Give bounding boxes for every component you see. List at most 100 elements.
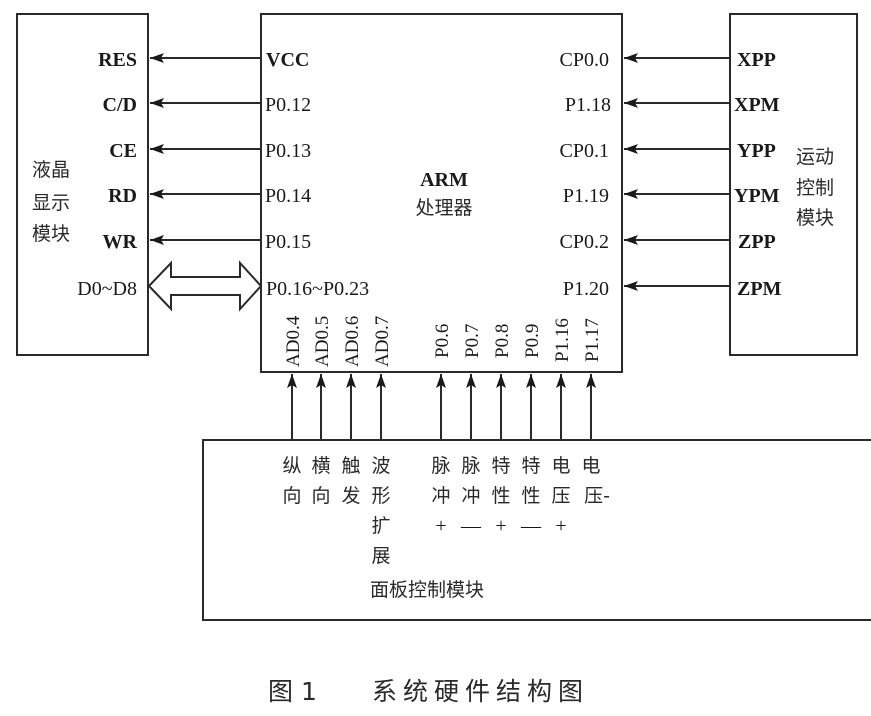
- motion-pin-xpp: XPP: [737, 49, 776, 71]
- figure-caption-title: 系统硬件结构图: [372, 677, 589, 706]
- arrowhead-up-icon: [287, 374, 297, 388]
- connection-wires: [150, 53, 730, 440]
- panel-signal-char: 特: [521, 455, 540, 477]
- lcd-module-box: [16, 13, 149, 356]
- panel-signal-char: +: [555, 515, 566, 537]
- arm-pin-cp0-1: CP0.1: [560, 140, 609, 162]
- data-bus-bidirectional-arrow: [147, 260, 263, 312]
- panel-signal-char: 冲: [461, 485, 480, 507]
- arrowhead-up-icon: [556, 374, 566, 388]
- panel-signal-char: 展: [371, 545, 390, 567]
- lcd-pin-data-bus: D0~D8: [77, 278, 137, 300]
- panel-signal-char: 发: [341, 485, 360, 507]
- arm-pin-cp0-0: CP0.0: [560, 49, 609, 71]
- arm-pin-p0-13: P0.13: [265, 140, 311, 162]
- panel-signal-char: 波: [371, 455, 390, 477]
- motion-pin-ypp: YPP: [737, 140, 776, 162]
- panel-signal-char: 压: [551, 485, 570, 507]
- panel-signal-label: 横向: [311, 455, 330, 507]
- arrowhead-left-icon: [150, 235, 164, 245]
- arm-pin-p0-15: P0.15: [265, 231, 311, 253]
- panel-signal-char: 性: [521, 485, 540, 507]
- arm-pin-ad0-4: AD0.4: [283, 315, 304, 367]
- arrowhead-up-icon: [526, 374, 536, 388]
- arm-title: ARM: [420, 169, 468, 191]
- panel-signal-label: 纵向: [282, 455, 301, 507]
- panel-signal-label: 脉冲 —: [460, 455, 482, 537]
- arm-right-pins: CP0.0 P1.18 CP0.1 P1.19 CP0.2 P1.20: [560, 49, 611, 300]
- panel-signal-char: 脉: [461, 455, 480, 477]
- lcd-title-line: 显示: [32, 192, 70, 214]
- arm-pin-ad0-7: AD0.7: [372, 316, 393, 367]
- lcd-pin-cd: C/D: [103, 94, 137, 116]
- arrowhead-left-icon: [624, 281, 638, 291]
- arm-pin-p1-18: P1.18: [565, 94, 611, 116]
- motion-pin-zpm: ZPM: [737, 278, 782, 300]
- lcd-pin-ce: CE: [109, 140, 137, 162]
- arm-left-pins: VCC P0.12 P0.13 P0.14 P0.15 P0.16~P0.23: [265, 49, 369, 300]
- arm-pin-cp0-2: CP0.2: [560, 231, 609, 253]
- panel-module-box: [202, 439, 871, 621]
- arm-pin-ad0-6: AD0.6: [342, 316, 363, 367]
- motion-pins: XPP XPM YPP YPM ZPP ZPM: [734, 49, 782, 300]
- lcd-title-line: 模块: [32, 223, 70, 245]
- arm-pin-p0-9: P0.9: [522, 324, 543, 358]
- arrowhead-up-icon: [586, 374, 596, 388]
- panel-signal-char: —: [460, 515, 482, 537]
- arm-subtitle: 处理器: [415, 197, 472, 219]
- lcd-module-title: 液晶 显示 模块: [32, 159, 70, 245]
- arrowhead-up-icon: [496, 374, 506, 388]
- panel-signal-char: 压-: [584, 485, 610, 507]
- arm-bottom-pins: AD0.4 AD0.5 AD0.6 AD0.7 P0.6 P0.7 P0.8 P…: [283, 315, 603, 367]
- panel-signal-char: —: [520, 515, 542, 537]
- arm-pin-p0-6: P0.6: [432, 324, 453, 358]
- arm-pin-p0-14: P0.14: [265, 185, 311, 207]
- panel-signal-char: 脉: [431, 455, 450, 477]
- arrowhead-left-icon: [150, 98, 164, 108]
- motion-module-title: 运动 控制 模块: [796, 146, 834, 229]
- panel-signal-char: 冲: [431, 485, 450, 507]
- arrowhead-left-icon: [624, 53, 638, 63]
- lcd-pin-rd: RD: [108, 185, 137, 207]
- arm-pin-p1-19: P1.19: [563, 185, 609, 207]
- panel-signal-char: +: [495, 515, 506, 537]
- arm-pin-p1-16: P1.16: [552, 318, 573, 362]
- arrowhead-up-icon: [346, 374, 356, 388]
- panel-signal-char: 形: [371, 485, 390, 507]
- arrowhead-up-icon: [376, 374, 386, 388]
- motion-module-box: [729, 13, 858, 356]
- lcd-pins: RES C/D CE RD WR D0~D8: [77, 49, 137, 300]
- arm-pin-p1-20: P1.20: [563, 278, 609, 300]
- arrowhead-left-icon: [624, 189, 638, 199]
- arm-pin-p0-7: P0.7: [462, 324, 483, 358]
- arrowhead-left-icon: [624, 235, 638, 245]
- panel-signal-label: 触发: [341, 455, 360, 507]
- lcd-pin-res: RES: [98, 49, 137, 71]
- motion-pin-zpp: ZPP: [738, 231, 776, 253]
- panel-signal-char: 纵: [282, 455, 301, 477]
- arm-pin-p0-16-23: P0.16~P0.23: [266, 278, 369, 300]
- panel-signal-char: 向: [282, 485, 301, 507]
- arm-pin-vcc: VCC: [266, 49, 309, 71]
- arrowhead-left-icon: [150, 53, 164, 63]
- lcd-pin-wr: WR: [103, 231, 138, 253]
- motion-title-line: 运动: [796, 146, 834, 168]
- panel-signal-label: 电压-: [581, 455, 609, 507]
- lcd-title-line: 液晶: [32, 159, 70, 181]
- panel-signal-char: 扩: [371, 515, 390, 537]
- arrowhead-left-icon: [624, 98, 638, 108]
- arrowhead-up-icon: [436, 374, 446, 388]
- panel-module-title: 面板控制模块: [370, 579, 484, 601]
- panel-signal-char: 电: [551, 455, 570, 477]
- arrowhead-left-icon: [150, 189, 164, 199]
- panel-signal-label: 特性 —: [520, 455, 542, 537]
- motion-pin-xpm: XPM: [734, 94, 780, 116]
- panel-signal-char: 向: [311, 485, 330, 507]
- arrowhead-up-icon: [316, 374, 326, 388]
- motion-title-line: 控制: [796, 177, 834, 199]
- arrowhead-up-icon: [466, 374, 476, 388]
- panel-signal-char: 性: [491, 485, 510, 507]
